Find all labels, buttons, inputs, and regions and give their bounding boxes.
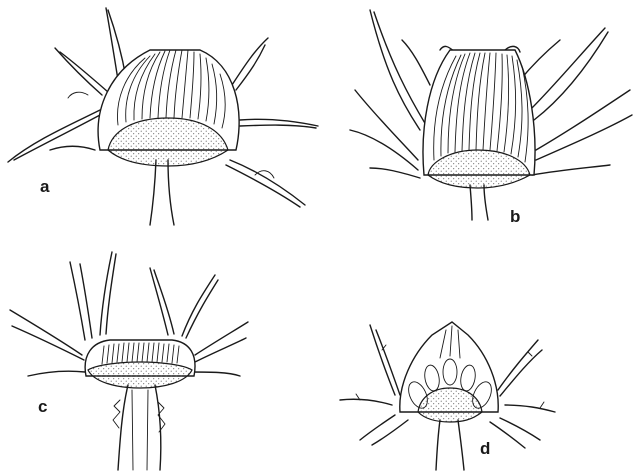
panel-label-b: b — [510, 207, 520, 226]
panel-b: b — [350, 10, 632, 226]
panel-c: c — [10, 252, 248, 470]
panel-a: a — [8, 8, 318, 225]
panel-label-c: c — [38, 397, 47, 416]
receptacle-c — [88, 362, 192, 388]
panel-label-a: a — [40, 177, 50, 196]
panel-label-d: d — [480, 439, 490, 458]
panel-d: d — [340, 322, 555, 470]
stem-c — [113, 385, 165, 470]
stem-a — [150, 160, 174, 225]
stem-b — [470, 185, 488, 220]
stem-d — [436, 420, 464, 470]
